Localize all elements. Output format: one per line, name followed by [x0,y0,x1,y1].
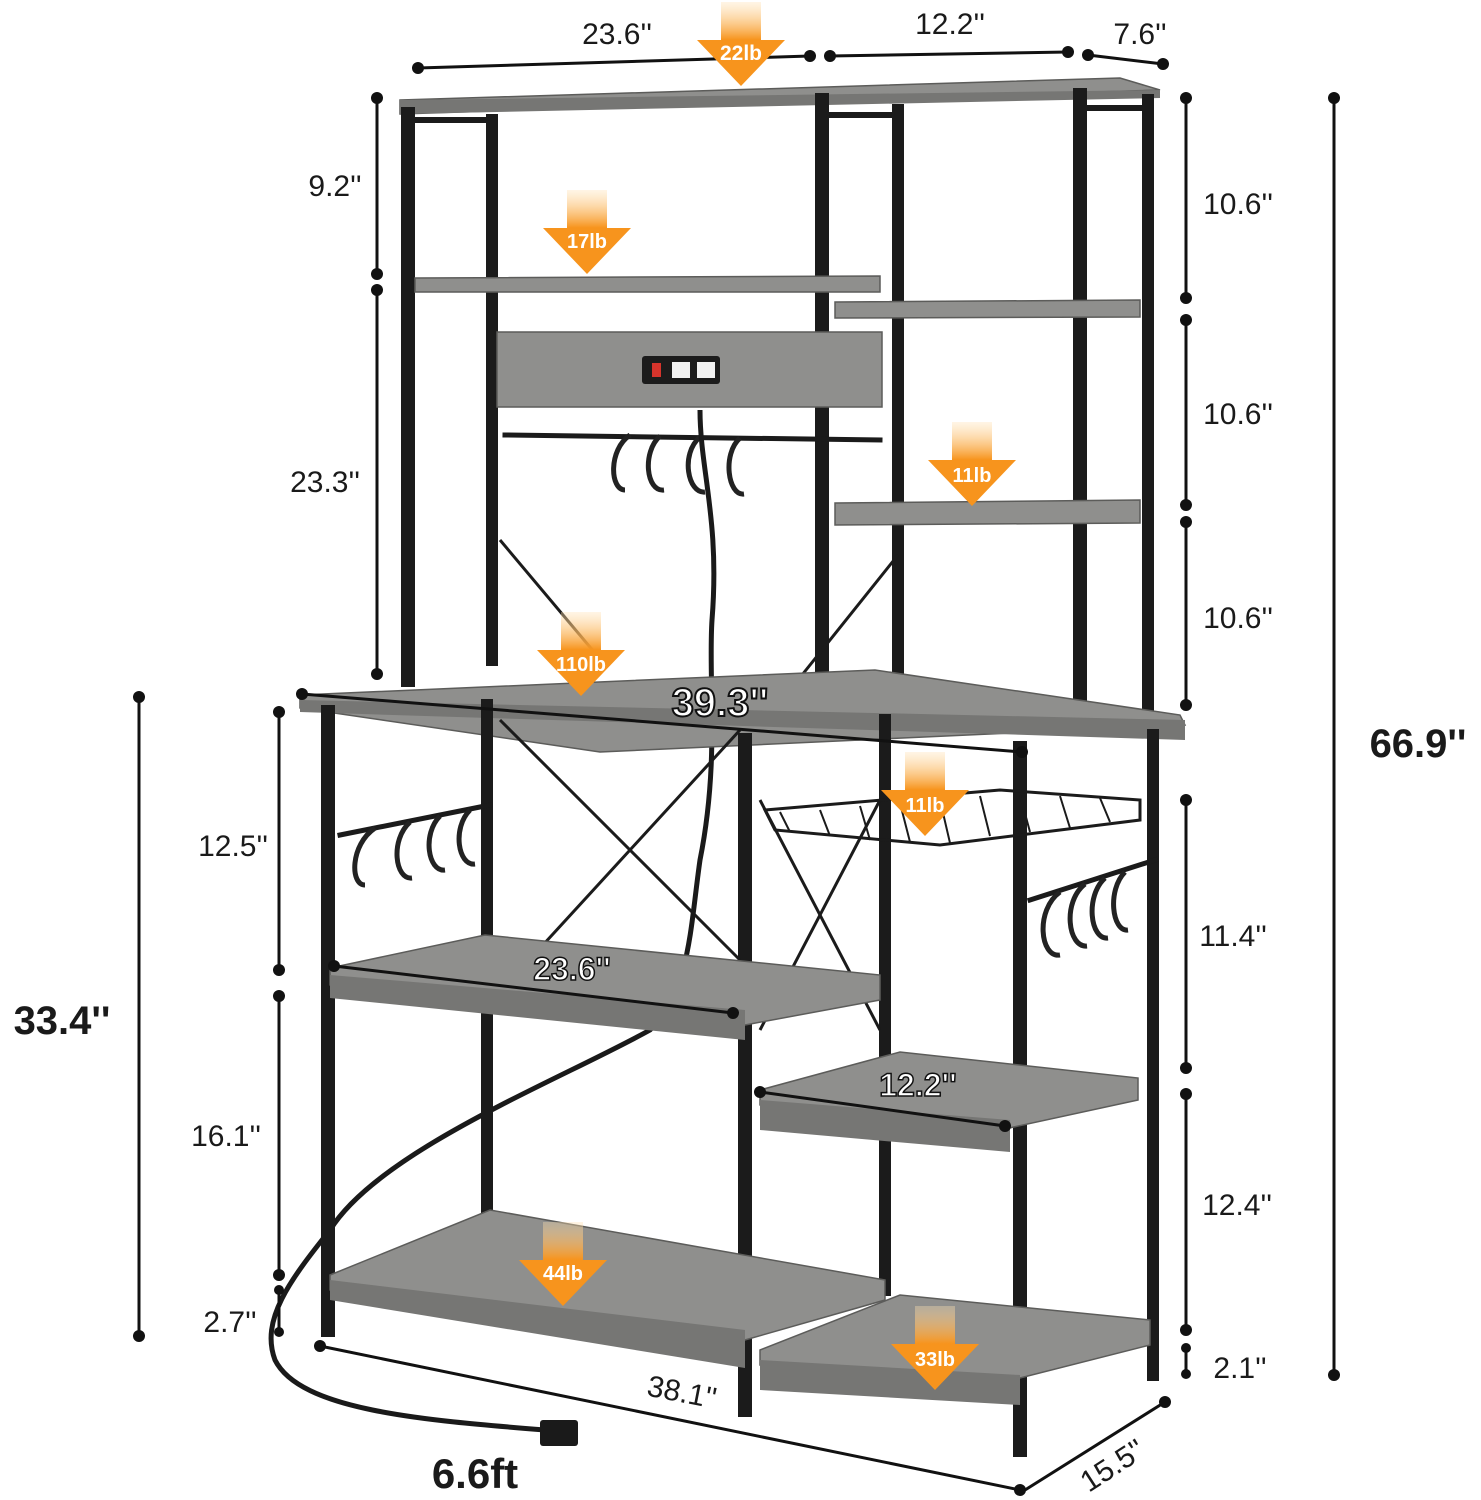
dim-top-width-main: 23.6'' [582,18,652,51]
dim-base-left-bottom: 2.7'' [203,1306,256,1339]
load-label-basket: 11lb [906,795,945,817]
dim-top-width-side: 12.2'' [915,8,985,41]
dim-hutch-right-3: 10.6'' [1203,602,1273,635]
load-arrow-desk: 110lb [537,612,625,696]
load-arrow-hutch-side: 11lb [928,422,1016,506]
dim-base-left-upper: 12.5'' [198,830,268,863]
dim-desk-width: 39.3'' [672,681,769,725]
load-arrow-basket: 11lb [881,752,969,836]
load-arrow-bottom-right: 33lb [891,1306,979,1390]
load-label-hutch-shelf: 17lb [567,231,607,253]
load-label-hutch-side: 11lb [953,465,992,487]
dim-hutch-left-lower: 23.3'' [290,466,360,499]
dim-hutch-right-1: 10.6'' [1203,188,1273,221]
load-arrow-top: 22lb [697,2,785,86]
dim-desk-height: 33.4'' [14,999,111,1043]
dim-cord-length: 6.6ft [432,1450,518,1497]
load-label-bottom-right: 33lb [915,1349,955,1371]
dim-shelf-right-width: 12.2'' [879,1067,957,1103]
dim-base-right-upper: 11.4'' [1199,920,1267,953]
dim-shelf-left-width: 23.6'' [533,951,611,987]
dim-total-height: 66.9'' [1370,722,1467,766]
dim-base-right-bottom: 2.1'' [1213,1352,1266,1385]
dim-footprint-width: 38.1'' [644,1370,719,1416]
dim-base-right-middle: 12.4'' [1202,1189,1272,1222]
dim-hutch-right-2: 10.6'' [1203,398,1273,431]
dim-footprint-depth: 15.5'' [1075,1433,1152,1499]
dim-hutch-left-top: 9.2'' [308,170,361,203]
load-label-bottom-left: 44lb [543,1263,583,1285]
dim-top-depth: 7.6'' [1113,18,1166,51]
load-label-top: 22lb [720,42,762,65]
load-arrow-hutch-shelf: 17lb [543,190,631,274]
load-arrow-bottom-left: 44lb [519,1222,607,1306]
rack-illustration [268,77,1187,1457]
load-label-desk: 110lb [556,654,606,676]
dim-base-left-middle: 16.1'' [191,1120,261,1153]
